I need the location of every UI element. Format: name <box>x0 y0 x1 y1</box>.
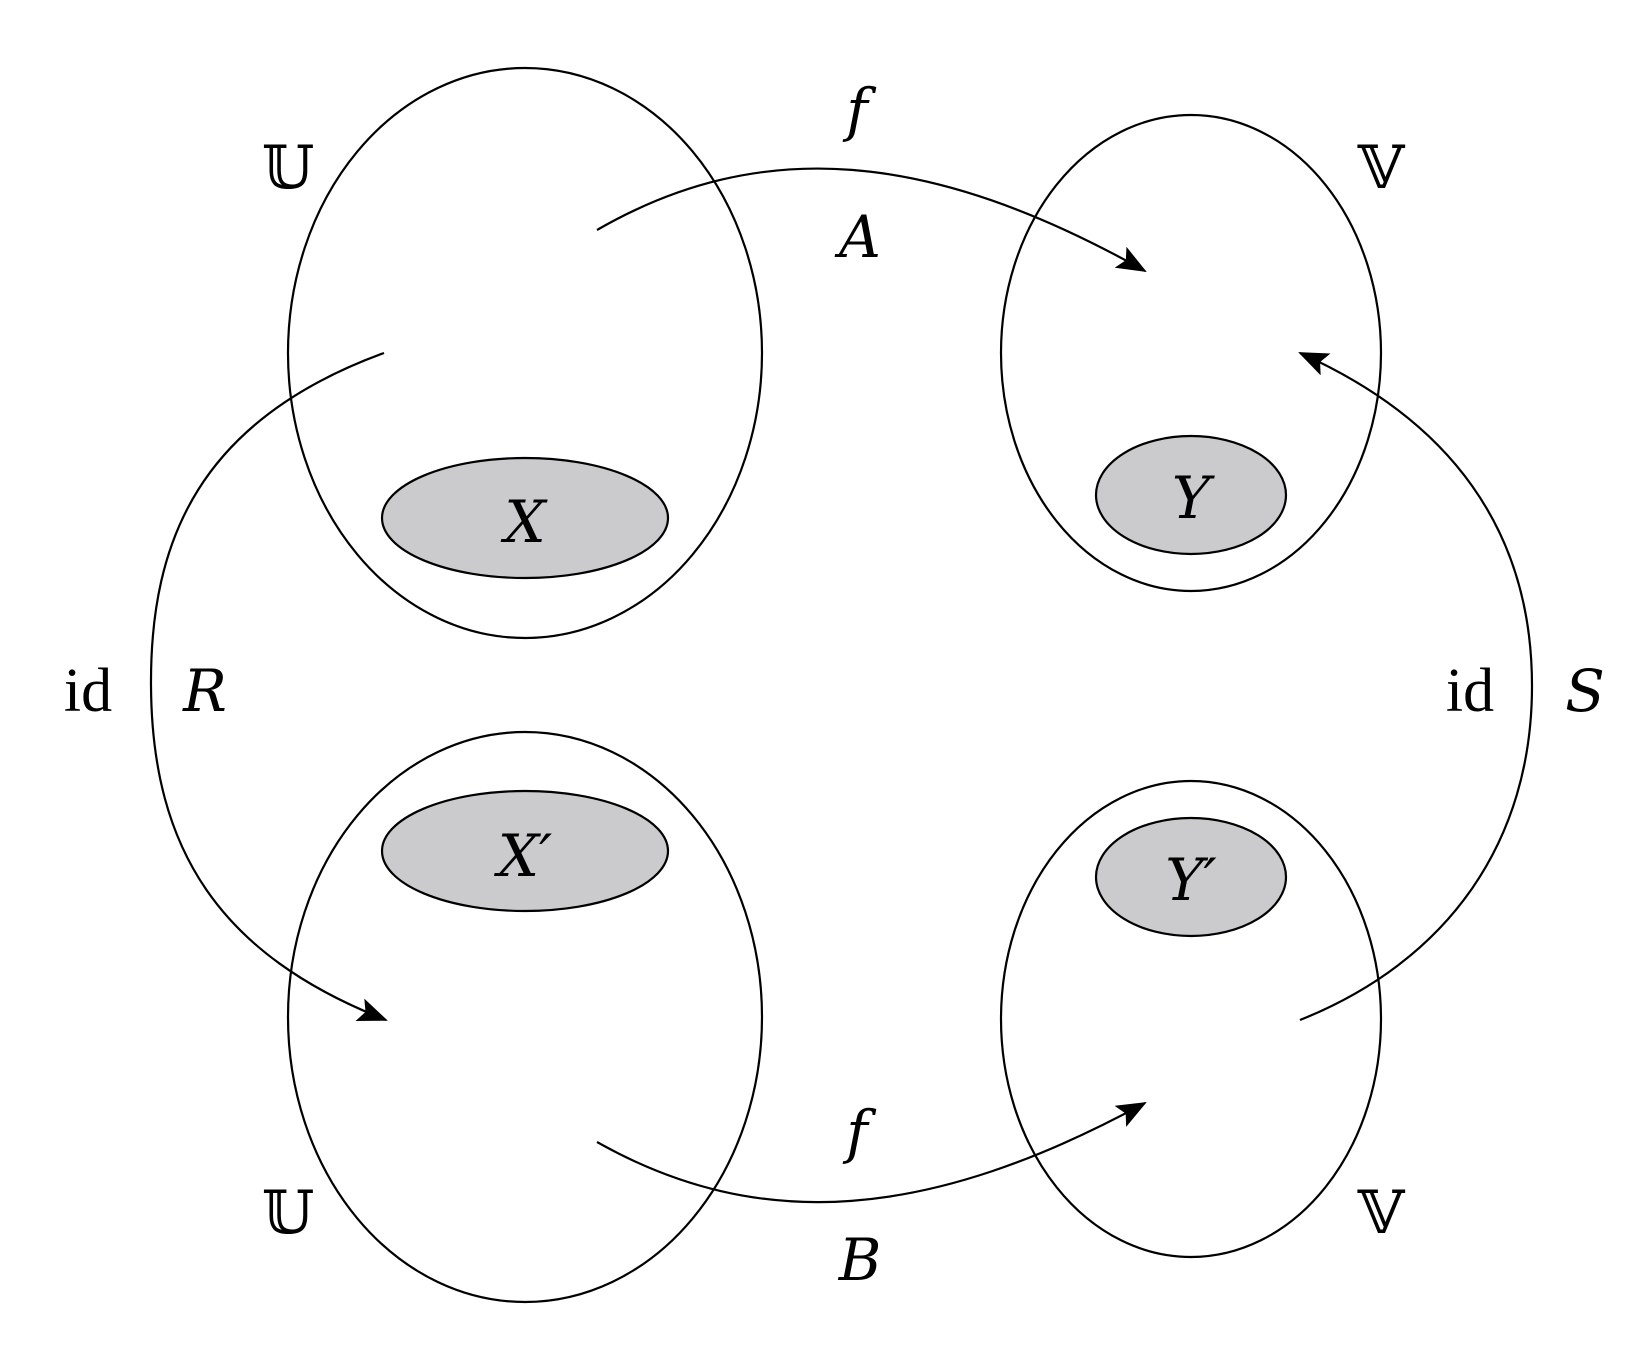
subset-x-prime-label: X′ <box>494 822 552 890</box>
arrow-bottom-map-label: f <box>842 1098 877 1166</box>
set-top-left: X 𝕌 <box>262 66 764 640</box>
arrow-right-relation-label: S <box>1565 657 1605 725</box>
set-bottom-left-name: 𝕌 <box>262 1178 314 1248</box>
subset-y-prime-label: Y′ <box>1165 846 1216 914</box>
arrow-left-path <box>149 351 388 1022</box>
set-bottom-left: X′ 𝕌 <box>262 730 764 1304</box>
arrow-left-map-label: id <box>64 657 112 725</box>
arrow-right: id S <box>1298 351 1605 1022</box>
arrow-top-map-label: f <box>842 76 877 144</box>
subset-y <box>1094 434 1288 556</box>
subset-x-prime <box>380 789 670 913</box>
set-top-right-outline <box>999 113 1383 593</box>
arrow-bottom-relation-label: B <box>838 1226 882 1294</box>
arrow-top-path <box>596 167 1147 272</box>
arrow-left: id R <box>64 351 388 1022</box>
arrow-right-map-label: id <box>1446 657 1494 725</box>
set-top-left-name: 𝕌 <box>262 133 314 203</box>
set-bottom-right: Y′ 𝕍 <box>999 779 1406 1259</box>
arrow-top: f A <box>596 76 1147 272</box>
arrow-top-relation-label: A <box>834 203 881 271</box>
arrow-bottom-path <box>596 1102 1147 1204</box>
set-bottom-right-outline <box>999 779 1383 1259</box>
set-top-left-outline <box>286 66 764 640</box>
subset-x <box>380 456 670 580</box>
subset-y-prime <box>1094 816 1288 938</box>
subset-x-label: X <box>500 488 548 556</box>
arrow-right-path <box>1298 351 1534 1022</box>
set-top-right: Y 𝕍 <box>999 113 1406 593</box>
set-top-right-name: 𝕍 <box>1357 133 1406 203</box>
set-bottom-right-name: 𝕍 <box>1357 1178 1406 1248</box>
set-bottom-left-outline <box>286 730 764 1304</box>
arrow-left-relation-label: R <box>182 657 227 725</box>
subset-y-label: Y <box>1172 464 1215 532</box>
